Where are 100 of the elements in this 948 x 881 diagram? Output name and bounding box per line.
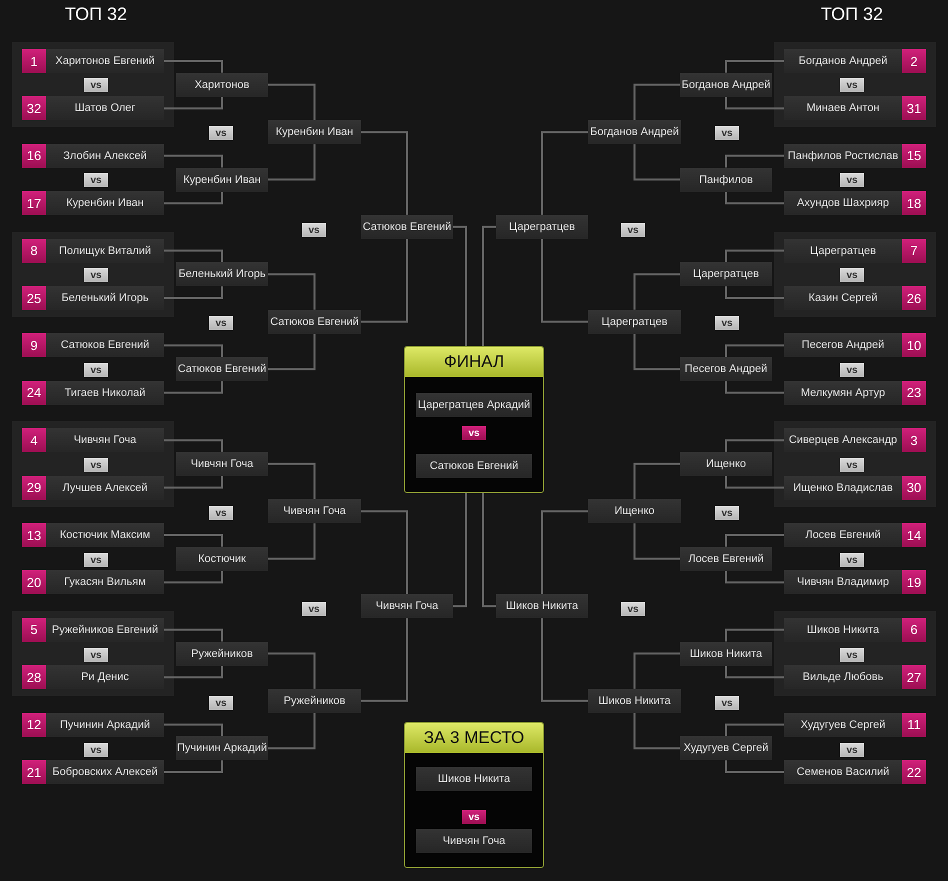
bracket-line — [725, 344, 784, 358]
seed-badge: 4 — [22, 428, 46, 452]
vs-badge: vs — [840, 173, 864, 187]
player-name-box: Беленький Игорь — [46, 286, 164, 310]
bracket-line — [453, 493, 467, 608]
vs-badge: vs — [715, 696, 739, 710]
seed-badge: 18 — [902, 191, 926, 216]
finalist-box: Сатюков Евгений — [416, 454, 532, 478]
seed-badge: 16 — [22, 144, 46, 168]
bracket-line — [634, 84, 680, 120]
vs-badge: vs — [715, 506, 739, 520]
bracket-title: ТОП 32 — [64, 4, 128, 25]
seed-badge: 28 — [22, 665, 46, 690]
winner-box: Царегратцев — [496, 214, 588, 239]
bracket-line — [268, 334, 316, 370]
player-name-box: Лучшев Алексей — [46, 476, 164, 500]
winner-box: Харитонов — [176, 72, 268, 97]
seed-badge: 15 — [902, 144, 926, 168]
player-name-box: Куренбин Иван — [46, 191, 164, 216]
bracket-line — [725, 381, 784, 394]
bracket-line — [361, 510, 408, 594]
winner-box: Куренбин Иван — [176, 168, 268, 192]
player-name-box: Костючик Максим — [46, 523, 164, 547]
bracket-line — [634, 273, 680, 310]
seed-badge: 26 — [902, 286, 926, 310]
bracket-line — [725, 628, 784, 642]
seed-badge: 30 — [902, 476, 926, 500]
panel-title: ФИНАЛ — [405, 347, 543, 377]
player-name-box: Худугуев Сергей — [784, 712, 902, 737]
vs-badge: vs — [84, 458, 108, 472]
player-name-box: Ри Денис — [46, 665, 164, 690]
player-name-box: Царегратцев — [784, 238, 902, 263]
winner-box: Сатюков Евгений — [268, 310, 361, 334]
bracket-line — [164, 570, 223, 584]
winner-box: Царегратцев — [588, 310, 681, 334]
seed-badge: 10 — [902, 333, 926, 358]
player-name-box: Сатюков Евгений — [46, 333, 164, 358]
bracket-line — [541, 510, 588, 594]
bracket-line — [164, 286, 223, 299]
bracket-line — [268, 652, 316, 689]
vs-badge: vs — [209, 506, 233, 520]
vs-badge: vs — [209, 696, 233, 710]
bracket-line — [164, 344, 223, 358]
player-name-box: Пучинин Аркадий — [46, 712, 164, 737]
winner-box: Царегратцев — [680, 262, 772, 286]
bracket-line — [725, 96, 784, 110]
winner-box: Богданов Андрей — [680, 72, 772, 97]
bracket-line — [268, 144, 316, 180]
bracket-line — [164, 628, 223, 642]
vs-badge: vs — [840, 553, 864, 567]
player-name-box: Полищук Виталий — [46, 238, 164, 263]
vs-badge: vs — [715, 316, 739, 330]
vs-badge: vs — [840, 458, 864, 472]
player-name-box: Ахундов Шахрияр — [784, 191, 902, 216]
seed-badge: 23 — [902, 380, 926, 405]
bracket-line — [634, 523, 680, 560]
bracket-line — [164, 250, 223, 262]
player-name-box: Чивчян Владимир — [784, 570, 902, 594]
player-name-box: Гукасян Вильям — [46, 570, 164, 594]
bracket-line — [634, 712, 680, 750]
bracket-line — [164, 666, 223, 678]
player-name-box: Вильде Любовь — [784, 665, 902, 690]
player-name-box: Минаев Антон — [784, 96, 902, 120]
bracket-line — [164, 154, 223, 168]
match-panel — [404, 346, 544, 493]
winner-box: Чивчян Гоча — [361, 594, 453, 618]
seed-badge: 19 — [902, 570, 926, 594]
bracket-line — [164, 192, 223, 204]
seed-badge: 5 — [22, 618, 46, 642]
winner-box: Ружейников — [176, 642, 268, 666]
bracket-line — [725, 250, 784, 262]
vs-badge: vs — [621, 602, 645, 616]
seed-badge: 25 — [22, 286, 46, 310]
winner-box: Панфилов — [680, 168, 772, 192]
player-name-box: Ищенко Владислав — [784, 476, 902, 500]
seed-badge: 1 — [22, 49, 46, 73]
seed-badge: 12 — [22, 712, 46, 737]
seed-badge: 2 — [902, 49, 926, 73]
bracket-line — [725, 666, 784, 678]
winner-box: Костючик — [176, 546, 268, 571]
vs-badge: vs — [302, 223, 326, 237]
winner-box: Беленький Игорь — [176, 262, 268, 286]
seed-badge: 24 — [22, 380, 46, 405]
seed-badge: 9 — [22, 333, 46, 358]
bracket-line — [164, 476, 223, 489]
bracket-line — [164, 724, 223, 736]
player-name-box: Мелкумян Артур — [784, 380, 902, 405]
winner-box: Худугуев Сергей — [680, 736, 772, 760]
player-name-box: Чивчян Гоча — [46, 428, 164, 452]
vs-badge: vs — [302, 602, 326, 616]
bracket-line — [725, 439, 784, 452]
bracket-line — [164, 381, 223, 394]
seed-badge: 22 — [902, 760, 926, 784]
winner-box: Богданов Андрей — [588, 120, 681, 144]
bracket-line — [164, 534, 223, 547]
bracket-line — [725, 476, 784, 489]
player-name-box: Тигаев Николай — [46, 380, 164, 405]
match-panel — [404, 722, 544, 868]
bracket-line — [268, 273, 316, 310]
player-name-box: Харитонов Евгений — [46, 49, 164, 73]
